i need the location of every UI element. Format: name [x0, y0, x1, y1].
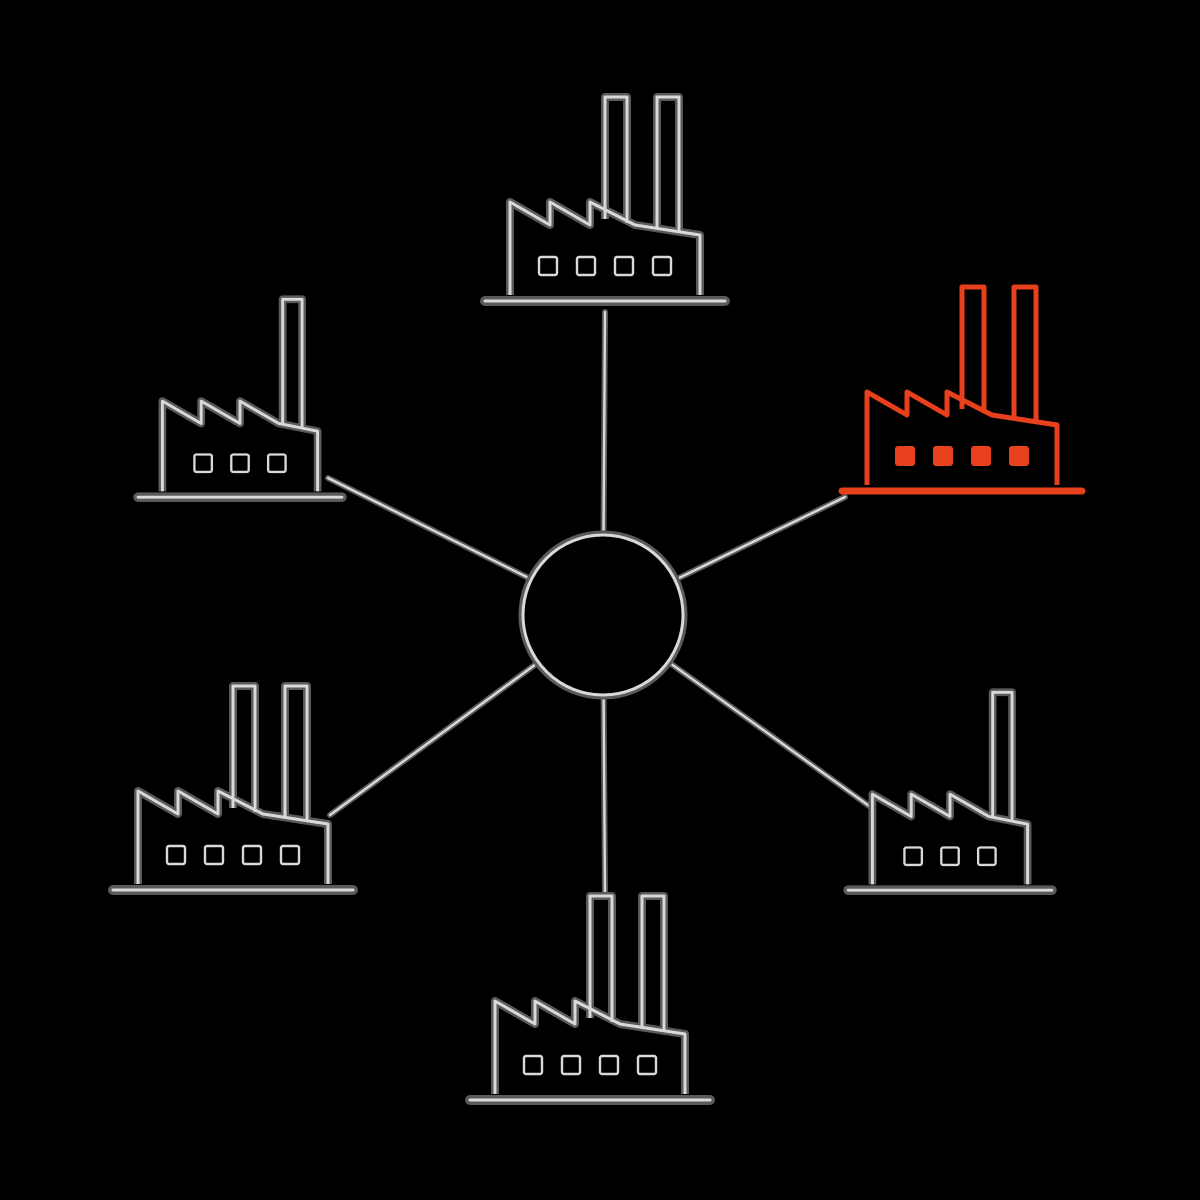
- factory-chimney: [283, 684, 309, 820]
- factory-window: [537, 255, 559, 277]
- factory-icon-top: [480, 93, 730, 306]
- factory-window: [230, 453, 250, 474]
- factory-chimney: [588, 894, 614, 1022]
- factory-building: [160, 399, 320, 492]
- factory-window: [613, 255, 635, 277]
- connector-line-upper-right: [675, 495, 847, 581]
- factory-chimney: [603, 95, 629, 223]
- factory-chimney: [991, 690, 1014, 821]
- factory-nodes: [108, 93, 1086, 1105]
- factory-chimney: [959, 284, 987, 413]
- factory-window: [933, 446, 953, 466]
- factory-window: [895, 446, 915, 466]
- factory-window: [636, 1054, 658, 1076]
- factory-window: [971, 446, 991, 466]
- factory-building: [508, 200, 702, 295]
- factory-chimney: [655, 95, 681, 231]
- factory-window: [575, 255, 597, 277]
- factory-window: [1009, 446, 1029, 466]
- connector-line-bottom: [602, 695, 607, 897]
- factory-building: [864, 389, 1060, 485]
- factory-window: [522, 1054, 544, 1076]
- factory-building: [136, 789, 330, 884]
- factory-window: [598, 1054, 620, 1076]
- factory-window: [193, 453, 214, 474]
- factory-window: [279, 844, 301, 866]
- factory-window: [203, 844, 225, 866]
- factory-icon-lower-right: [843, 688, 1057, 896]
- factory-chimney: [281, 297, 304, 428]
- connector-line-lower-left: [328, 662, 539, 817]
- connector-line-upper-left: [326, 476, 531, 580]
- circle-hub-icon: [521, 533, 685, 697]
- factory-icon-lower-left: [108, 682, 358, 895]
- hub: [518, 530, 688, 700]
- factory-window: [940, 846, 960, 867]
- factory-chimney: [640, 894, 666, 1030]
- connector-line-lower-right: [668, 661, 874, 810]
- factory-window: [266, 453, 287, 474]
- factory-chimney: [231, 684, 257, 812]
- connector-line-top: [602, 310, 607, 535]
- factory-building: [493, 999, 687, 1094]
- factory-icon-upper-right: [838, 284, 1086, 495]
- factory-window: [241, 844, 263, 866]
- factory-icon-upper-left: [133, 295, 347, 503]
- factory-building: [870, 792, 1030, 885]
- factory-icon-bottom: [465, 892, 715, 1105]
- factory-window: [165, 844, 187, 866]
- factory-window: [976, 846, 997, 867]
- connector-lines: [325, 309, 875, 898]
- factory-window: [651, 255, 673, 277]
- factory-window: [903, 846, 924, 867]
- factory-window: [560, 1054, 582, 1076]
- factory-chimney: [1011, 284, 1039, 421]
